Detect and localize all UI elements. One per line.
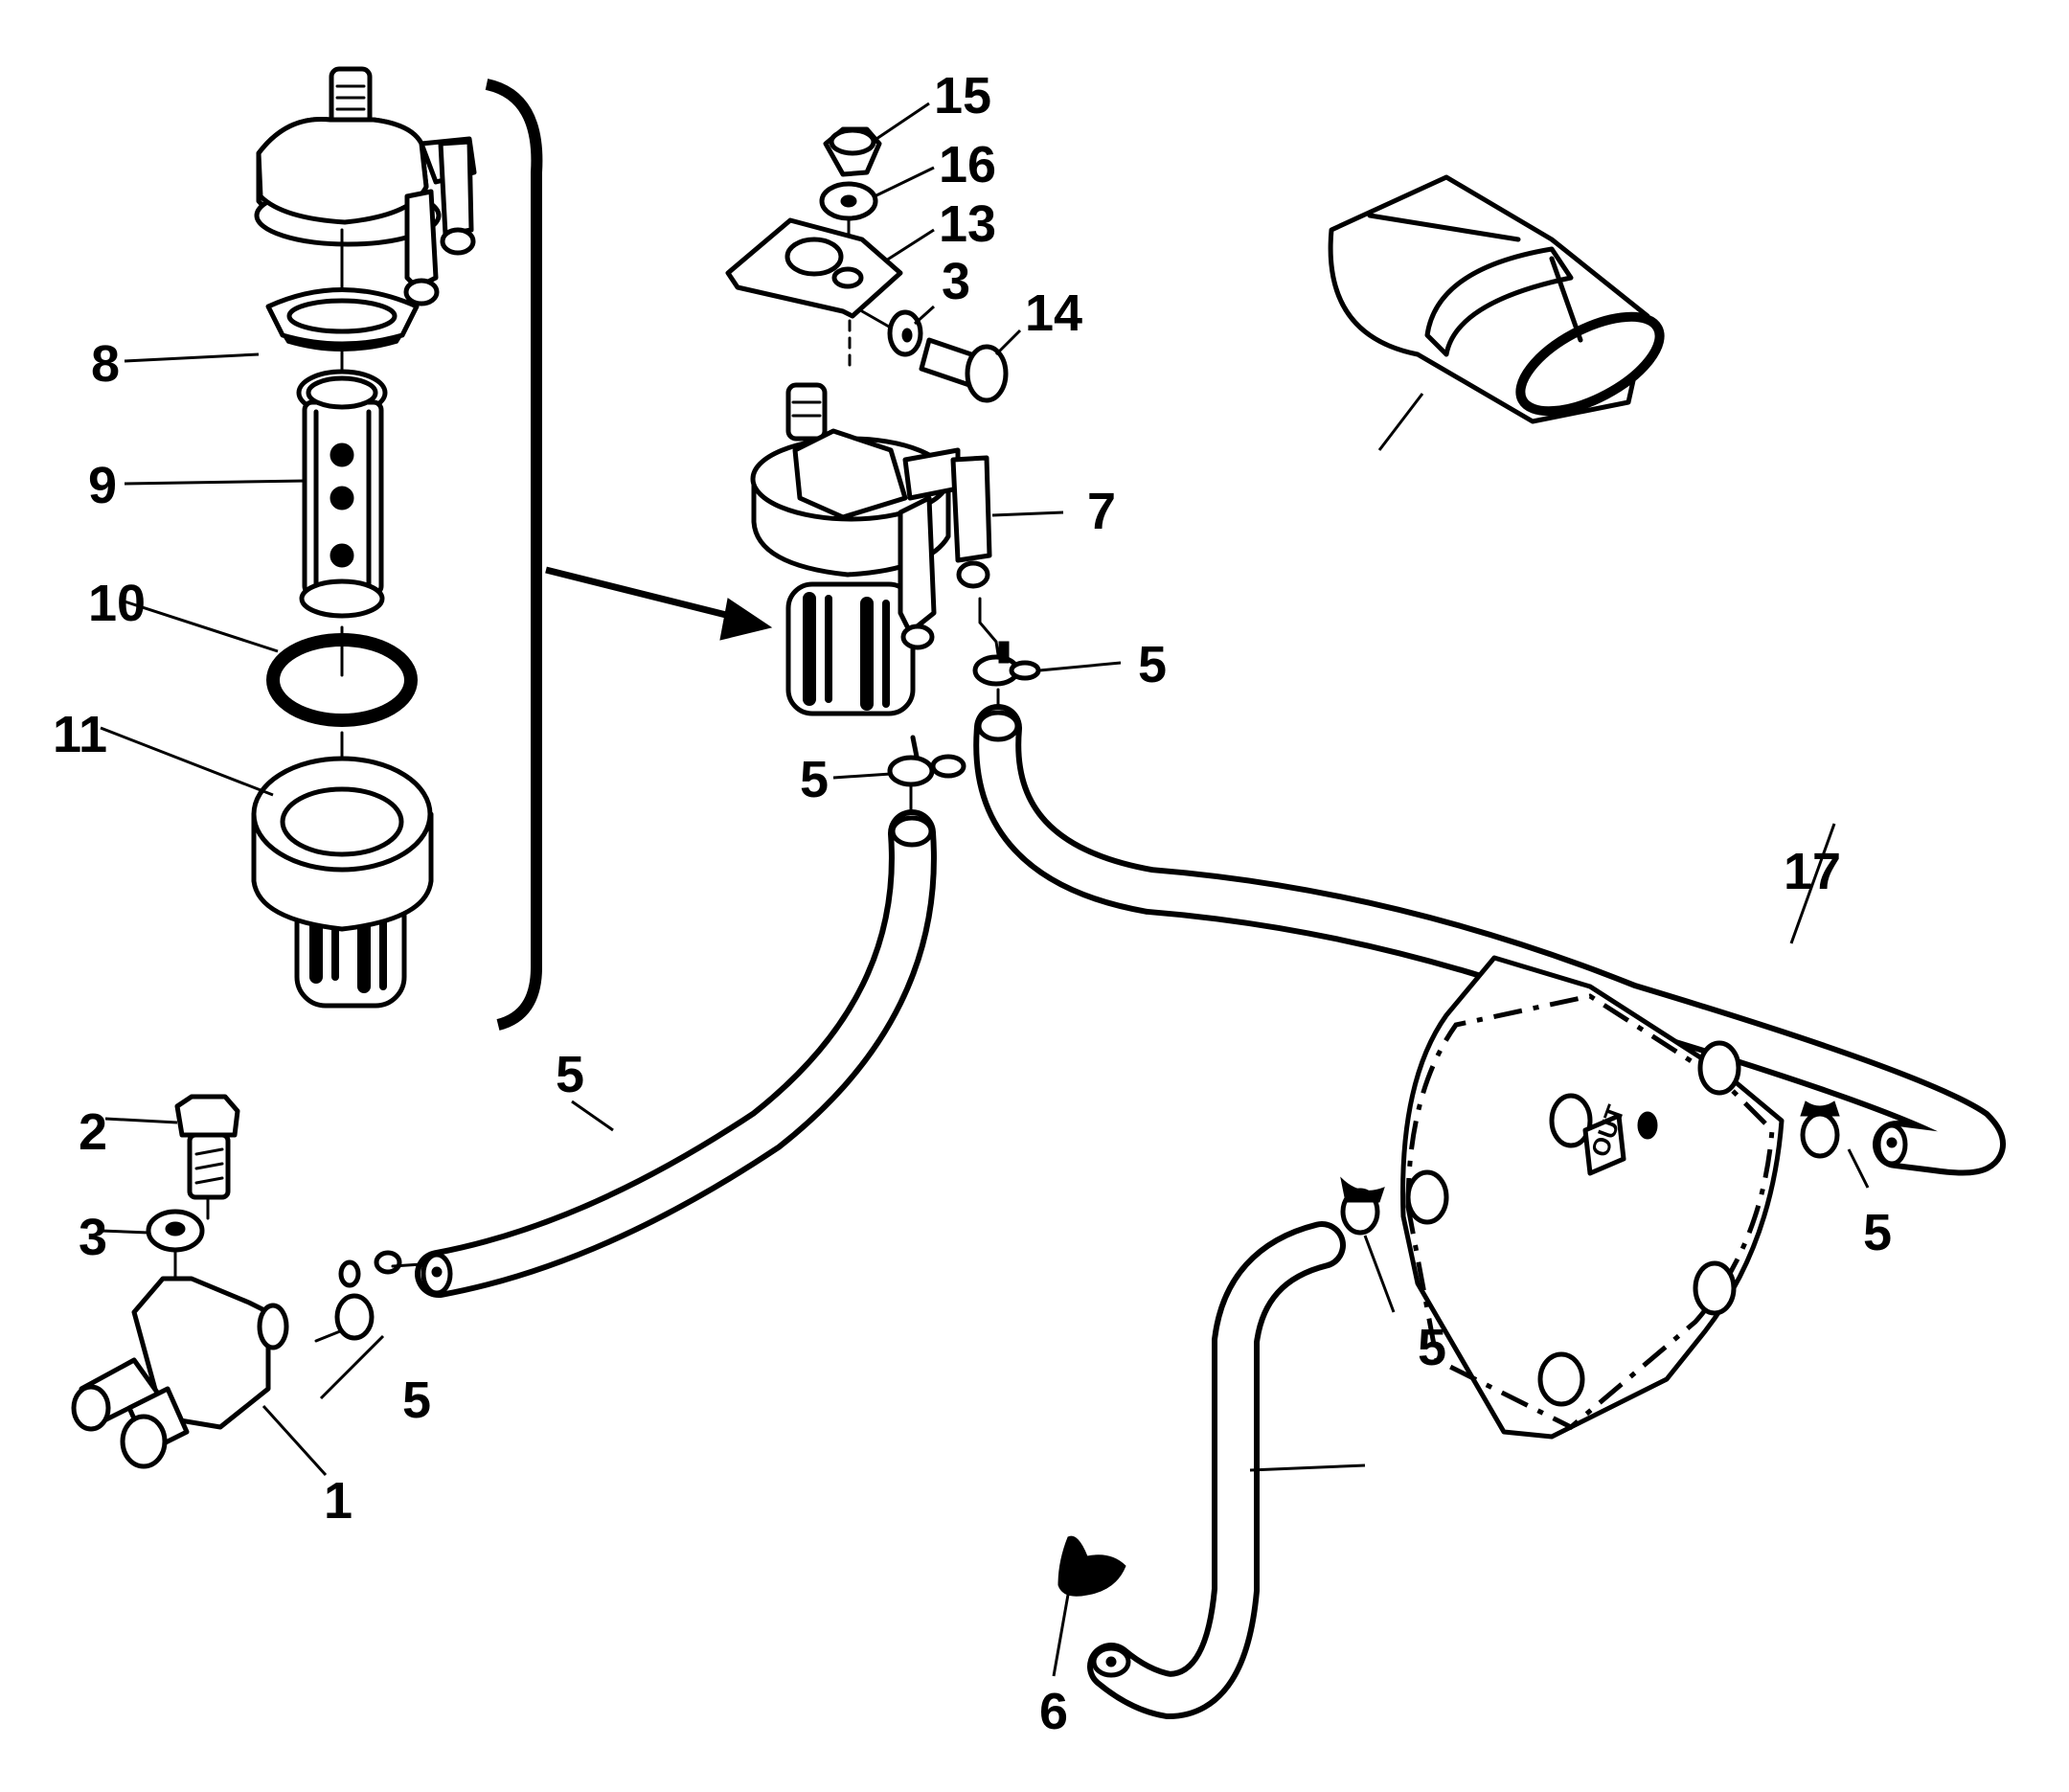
fuel-hose-part-16 bbox=[1087, 1221, 1346, 1720]
callout-5-connector: 5 bbox=[402, 1372, 431, 1429]
group-bracket bbox=[485, 79, 543, 1031]
callout-6: 7 bbox=[1087, 483, 1116, 540]
callout-3-lower: 3 bbox=[79, 1209, 107, 1266]
washer-part-3-upper bbox=[887, 309, 923, 357]
callout-4: 5 bbox=[556, 1046, 584, 1103]
filter-head-exploded bbox=[254, 66, 477, 306]
hose-clamp-connector bbox=[314, 1250, 423, 1343]
hose-clamp-pump-inlet bbox=[1340, 1176, 1385, 1236]
fuel-connector-part-1 bbox=[71, 1276, 289, 1469]
callout-5-pump-outlet: 5 bbox=[1863, 1204, 1892, 1261]
callout-9: 10 bbox=[88, 575, 146, 632]
bolt-part-2 bbox=[174, 1094, 240, 1200]
callout-5-filter-outlet: 5 bbox=[1138, 636, 1167, 693]
callout-7: 8 bbox=[91, 335, 120, 393]
hose-clamp-pump-outlet bbox=[1800, 1100, 1840, 1159]
callouts: 8 9 10 11 15 16 13 3 14 7 5 5 17 5 2 3 5… bbox=[53, 67, 1892, 1740]
fuel-hose-part-4 bbox=[415, 809, 937, 1298]
seal-part-7 bbox=[265, 287, 420, 352]
callout-5-hose16: 6 bbox=[1039, 1683, 1068, 1740]
washer-part-14 bbox=[819, 181, 878, 221]
leader-lines bbox=[100, 102, 1870, 1677]
filter-bowl-part-10 bbox=[251, 756, 434, 1009]
hose-clamp-filter-outlet bbox=[972, 597, 1041, 687]
callout-13: 15 bbox=[934, 67, 991, 125]
callout-8: 9 bbox=[88, 457, 117, 514]
o-ring-part-9 bbox=[266, 633, 418, 727]
sleeve-part-17 bbox=[1328, 174, 1665, 424]
callout-5-pump-inlet: 5 bbox=[1418, 1319, 1446, 1376]
washer-part-3-lower bbox=[146, 1209, 205, 1253]
arrow-to-filter bbox=[545, 566, 773, 641]
hose-clamp-hose16-end bbox=[1057, 1535, 1126, 1597]
filter-element-part-8 bbox=[296, 369, 388, 619]
callout-5-filter-inlet: 5 bbox=[800, 751, 829, 808]
callout-12: 14 bbox=[1025, 284, 1082, 342]
callout-1: 1 bbox=[324, 1472, 352, 1530]
mounting-bracket-part-11 bbox=[725, 217, 903, 319]
callout-3-upper: 3 bbox=[942, 253, 970, 310]
callout-14: 16 bbox=[939, 136, 996, 193]
screw-part-12 bbox=[919, 337, 1009, 403]
callout-15: 17 bbox=[1784, 843, 1841, 900]
fuel-pump: OUT bbox=[1400, 955, 1785, 1440]
hose-clamp-filter-inlet bbox=[887, 735, 966, 787]
callout-10: 11 bbox=[53, 706, 107, 763]
fuel-filter-part-6 bbox=[750, 382, 992, 716]
callout-11: 13 bbox=[939, 195, 996, 253]
callout-2: 2 bbox=[79, 1103, 107, 1161]
nut-part-13 bbox=[823, 126, 882, 177]
